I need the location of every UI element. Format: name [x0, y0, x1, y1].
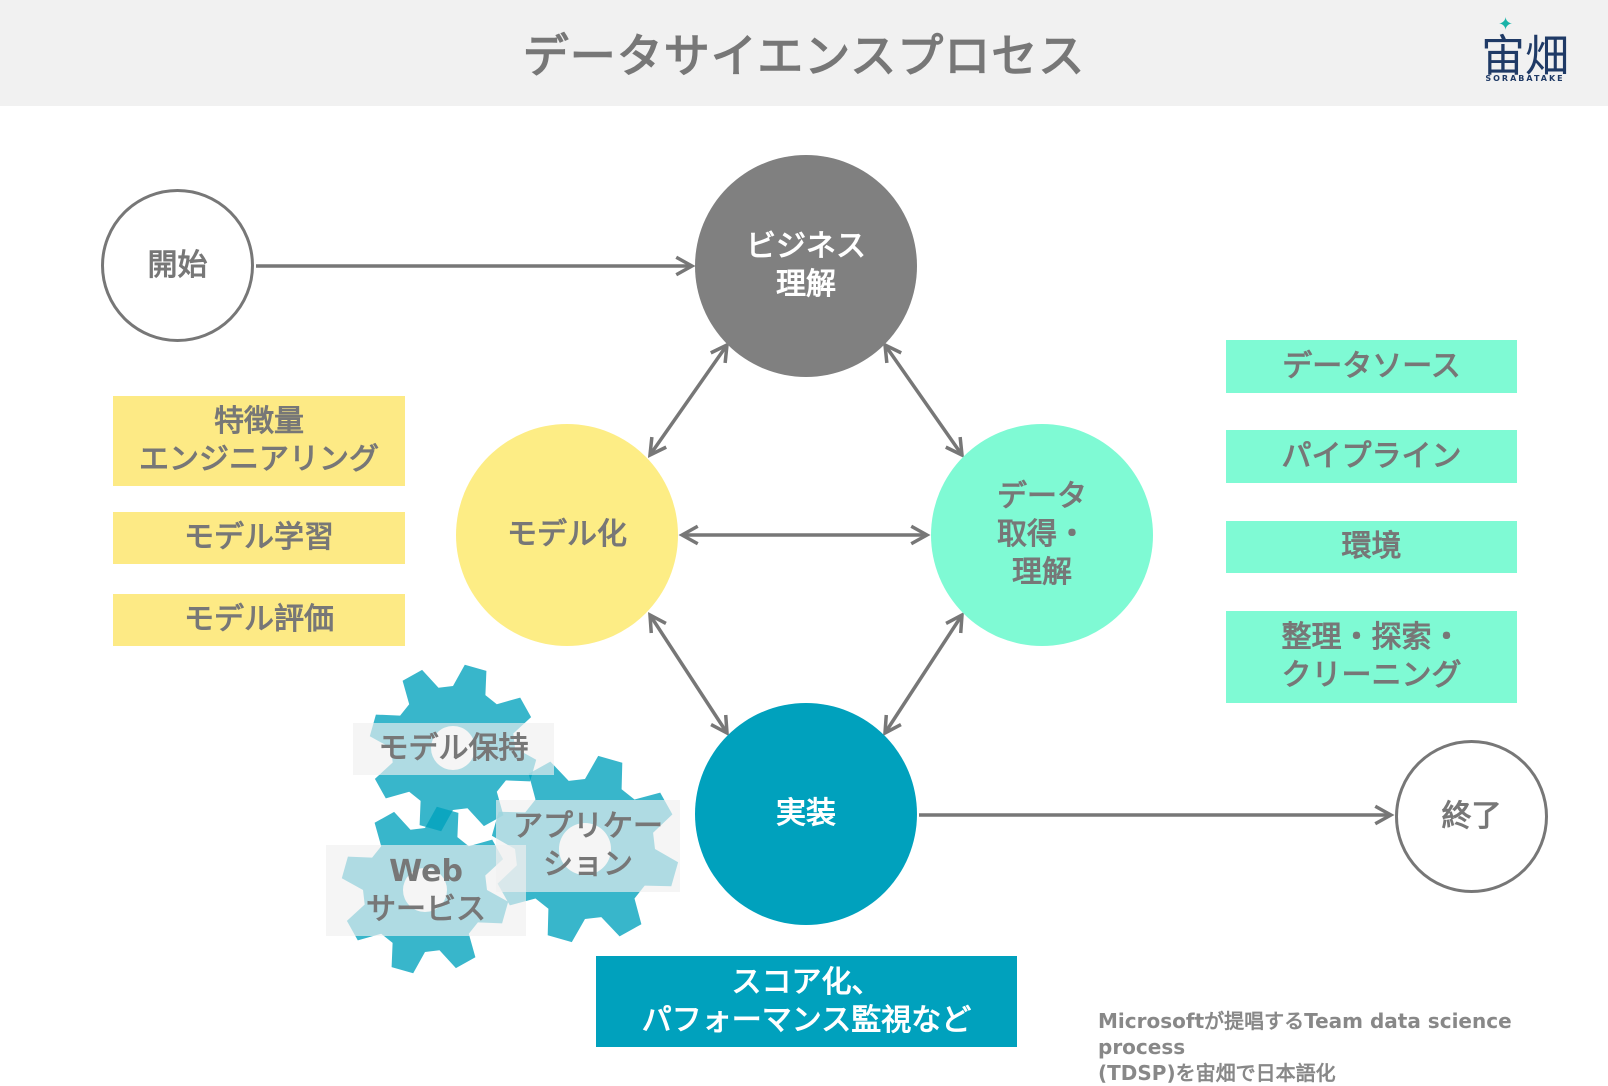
arrow-model-deploy — [650, 615, 727, 733]
modeling-task-evaluation: モデル評価 — [113, 594, 405, 646]
arrow-data-deploy — [885, 615, 962, 733]
gear-label-model-storage: モデル保持 — [353, 723, 554, 775]
data-task-cleaning: 整理・探索・ クリーニング — [1226, 611, 1517, 703]
page-title: データサイエンスプロセス — [522, 29, 1086, 83]
modeling-task-feature-engineering: 特徴量 エンジニアリング — [113, 396, 405, 486]
business-understanding-node: ビジネス 理解 — [695, 155, 917, 377]
sparkle-icon: ✦ — [1498, 14, 1514, 35]
arrow-business-model — [650, 345, 727, 455]
gear-label-web-service: Web サービス — [326, 845, 526, 936]
start-node: 開始 — [101, 189, 254, 342]
data-task-pipeline: パイプライン — [1226, 430, 1517, 483]
deployment-node: 実装 — [695, 703, 917, 925]
deployment-note-box: スコア化、 パフォーマンス監視など — [596, 956, 1017, 1047]
gear-icon-model-storage — [369, 664, 537, 832]
end-node: 終了 — [1395, 740, 1548, 893]
data-acquisition-node: データ 取得・ 理解 — [931, 424, 1153, 646]
modeling-node: モデル化 — [456, 424, 678, 646]
header-bar — [0, 0, 1608, 106]
logo-text: 宙畑 — [1481, 31, 1569, 82]
logo-subtext: SORABATAKE — [1485, 74, 1565, 83]
arrow-business-data — [885, 345, 962, 455]
source-note: Microsoftが提唱するTeam data science process … — [1098, 1009, 1512, 1085]
logo: ✦ 宙畑 SORABATAKE — [1470, 14, 1580, 88]
data-task-source: データソース — [1226, 340, 1517, 393]
modeling-task-training: モデル学習 — [113, 512, 405, 564]
gear-label-application: アプリケー ション — [496, 800, 680, 892]
data-task-environment: 環境 — [1226, 521, 1517, 573]
